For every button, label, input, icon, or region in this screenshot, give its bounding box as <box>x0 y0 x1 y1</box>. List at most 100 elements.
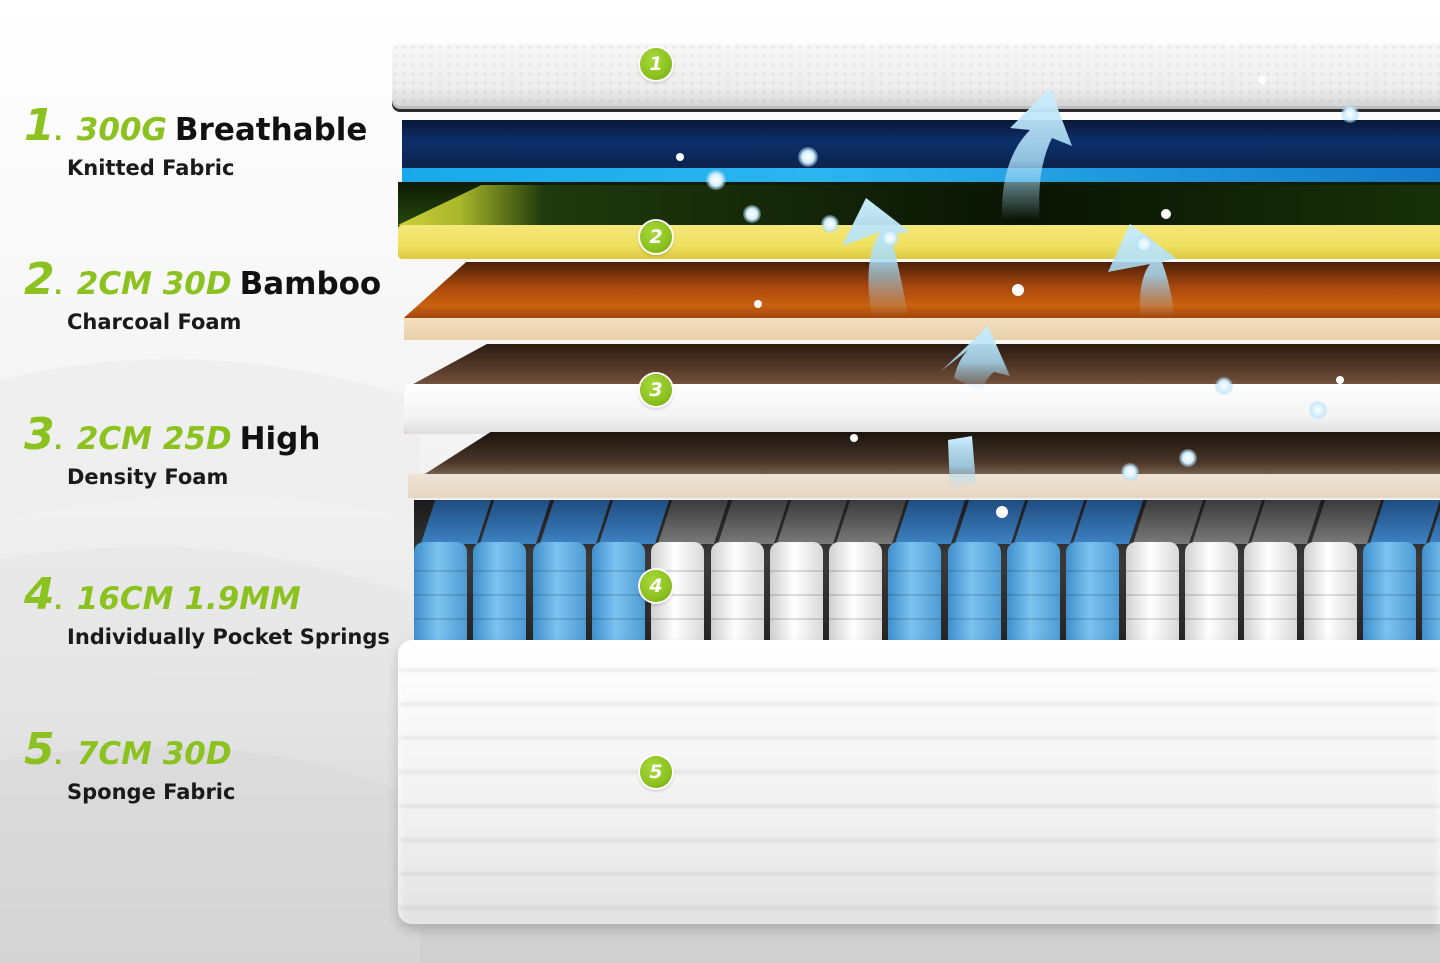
air-bubble-icon <box>676 76 1359 518</box>
pocket-spring <box>532 542 586 648</box>
spring-seam <box>888 594 942 596</box>
pocket-springs-layer <box>414 500 1440 650</box>
pocket-spring <box>947 542 1001 648</box>
spring-seam <box>473 618 527 620</box>
legend-spec: 2CM 25D <box>76 421 232 457</box>
spring-seam <box>710 594 764 596</box>
spring-seam <box>829 594 883 596</box>
felt-layer-edge <box>408 474 1440 498</box>
yellow-foam-edge <box>398 225 1440 259</box>
spring-seam <box>1007 618 1060 620</box>
spring-seam <box>769 570 823 572</box>
spring-seam <box>1303 594 1357 596</box>
orange-foam-edge <box>404 318 1440 340</box>
spring-seam <box>532 618 586 620</box>
blue-foam-edge <box>402 168 1440 182</box>
spring-seam <box>1125 618 1179 620</box>
pocket-spring <box>829 542 883 648</box>
pocket-spring <box>1007 542 1060 648</box>
layer-badge-3: 3 <box>640 374 672 406</box>
spring-seam <box>888 618 942 620</box>
spring-seam <box>947 594 1001 596</box>
spring-seam <box>532 594 586 596</box>
spring-seam <box>532 570 586 572</box>
layer-badge-5: 5 <box>640 756 672 788</box>
spring-seam <box>1422 594 1440 596</box>
spring-seam <box>1007 570 1060 572</box>
airflow-arrow-icon <box>1001 88 1072 220</box>
pocket-spring <box>591 542 645 648</box>
spring-seam <box>710 618 764 620</box>
layer-badge-2: 2 <box>640 221 672 253</box>
legend-number: 1 <box>24 100 55 151</box>
layer-badge-1: 1 <box>640 48 672 80</box>
airflow-arrow-icon <box>1108 224 1176 316</box>
spring-seam <box>829 570 883 572</box>
sponge-fabric-base <box>398 640 1440 924</box>
spring-seam <box>1244 618 1298 620</box>
spring-seam <box>1303 570 1357 572</box>
pocket-spring <box>769 542 823 648</box>
pocket-spring <box>1125 542 1179 648</box>
legend-number: 5 <box>24 724 55 775</box>
legend-subtitle: Sponge Fabric <box>67 780 236 804</box>
spring-seam <box>1184 570 1238 572</box>
spring-seam <box>710 570 764 572</box>
spring-seam <box>651 570 705 572</box>
spring-seam <box>651 618 705 620</box>
legend-spec: 300G <box>76 112 167 148</box>
legend-spec: 16CM 1.9MM <box>76 581 301 617</box>
spring-seam <box>1125 594 1179 596</box>
spring-seam <box>1362 570 1416 572</box>
legend-subtitle: Knitted Fabric <box>67 156 235 180</box>
spring-seam <box>1422 570 1440 572</box>
spring-seam <box>1184 618 1238 620</box>
spring-seam <box>1303 618 1357 620</box>
spring-seam <box>473 594 527 596</box>
pocket-spring <box>1244 542 1298 648</box>
pocket-spring <box>1422 542 1440 648</box>
legend-spec: 2CM 30D <box>76 266 232 302</box>
bamboo-charcoal-foam-top <box>398 185 1440 225</box>
spring-seam <box>769 594 823 596</box>
spring-seam <box>414 618 467 620</box>
pocket-spring <box>1362 542 1416 648</box>
pocket-spring <box>710 542 764 648</box>
legend-subtitle: Charcoal Foam <box>67 310 242 334</box>
spring-seam <box>1362 618 1416 620</box>
layer-badge-4: 4 <box>640 570 672 602</box>
orange-foam-layer <box>404 262 1440 324</box>
pocket-spring <box>414 542 467 648</box>
spring-seam <box>651 594 705 596</box>
spring-seam <box>829 618 883 620</box>
pocket-spring <box>888 542 942 648</box>
spring-seam <box>1066 570 1120 572</box>
spring-seam <box>1007 594 1060 596</box>
spring-seam <box>1422 618 1440 620</box>
pocket-spring <box>1066 542 1120 648</box>
legend-number: 3 <box>24 409 55 460</box>
spring-seam <box>1066 618 1120 620</box>
legend-title: Bamboo <box>239 266 382 302</box>
airflow-arrow-icon <box>842 198 910 316</box>
spring-seam <box>1244 570 1298 572</box>
legend-item-5: 5.7CM 30D Sponge Fabric <box>24 724 236 805</box>
knitted-fabric-layer <box>392 44 1440 106</box>
pocket-spring <box>1184 542 1238 648</box>
spring-seam <box>591 570 645 572</box>
legend-title: Breathable <box>174 112 368 148</box>
legend-item-4: 4.16CM 1.9MM Individually Pocket Springs <box>24 569 390 650</box>
spring-seam <box>1244 594 1298 596</box>
spring-seam <box>591 618 645 620</box>
spring-seam <box>414 594 467 596</box>
spring-seam <box>473 570 527 572</box>
legend-number: 4 <box>24 569 55 620</box>
airflow-arrow-icon <box>948 436 976 490</box>
spring-seam <box>947 618 1001 620</box>
spring-seam <box>888 570 942 572</box>
legend-number: 2 <box>24 254 55 305</box>
spring-seam <box>1184 594 1238 596</box>
